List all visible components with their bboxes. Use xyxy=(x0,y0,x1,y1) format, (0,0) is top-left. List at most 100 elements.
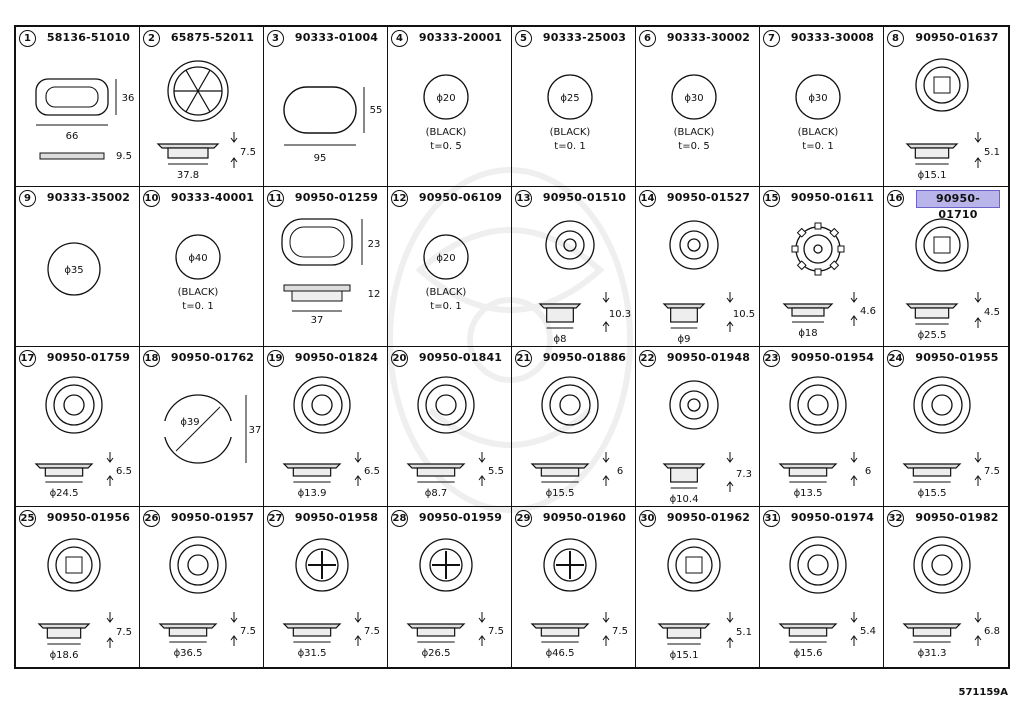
inner-ring xyxy=(55,546,93,584)
flange-side-view xyxy=(156,143,220,149)
part-number[interactable]: 90950-01974 xyxy=(790,511,875,524)
part-number[interactable]: 90950-01259 xyxy=(294,191,379,204)
part-number[interactable]: 90950-01637 xyxy=(915,31,999,44)
part-number[interactable]: 90333-25003 xyxy=(542,31,627,44)
flange-side-view xyxy=(657,623,711,629)
part-drawing: 10.5ϕ9 xyxy=(662,220,755,345)
diameter-label: ϕ46.5 xyxy=(546,648,575,659)
middle-ring xyxy=(921,544,963,586)
part-number[interactable]: 90950-01841 xyxy=(418,351,503,364)
arrow-head xyxy=(850,315,858,321)
part-drawing: 5.5ϕ8.7 xyxy=(406,376,504,499)
part-number[interactable]: 90950-01710 xyxy=(916,190,1000,221)
center xyxy=(563,238,577,252)
diameter-label: ϕ15.1 xyxy=(670,650,699,661)
inner-ring xyxy=(187,554,209,576)
stadium-outline xyxy=(283,86,357,134)
diameter-label: ϕ8.7 xyxy=(425,488,448,499)
height-label: 36 xyxy=(122,93,135,104)
disc-outline xyxy=(175,234,221,280)
part-number[interactable]: 90950-01959 xyxy=(418,511,503,524)
clip-center xyxy=(65,556,83,574)
diameter-label: ϕ18 xyxy=(798,328,817,339)
arrow-head xyxy=(106,475,114,481)
part-number[interactable]: 90950-01954 xyxy=(790,351,875,364)
diameter-label: ϕ13.5 xyxy=(794,488,823,499)
flange-side-view xyxy=(406,623,466,629)
body-side-view xyxy=(791,307,825,317)
item-number-badge: 19 xyxy=(267,350,284,367)
outer-ring xyxy=(915,58,969,112)
part-number[interactable]: 90950-01527 xyxy=(666,191,751,204)
part-number[interactable]: 90950-01960 xyxy=(542,511,627,524)
item-number-badge: 22 xyxy=(639,350,656,367)
body-side-view xyxy=(292,627,332,637)
part-number[interactable]: 90950-01759 xyxy=(46,351,131,364)
arrow-head xyxy=(602,321,610,327)
inner-ring xyxy=(931,554,953,576)
part-number[interactable]: 90950-01982 xyxy=(915,511,999,524)
part-number[interactable]: 90950-01762 xyxy=(170,351,255,364)
inner-ring xyxy=(429,548,463,582)
part-number[interactable]: 90950-01510 xyxy=(542,191,627,204)
diameter-label: ϕ30 xyxy=(684,93,703,104)
part-number[interactable]: 90333-35002 xyxy=(46,191,131,204)
part-number[interactable]: 90950-01962 xyxy=(666,511,751,524)
part-number[interactable]: 90333-40001 xyxy=(170,191,255,204)
part-number[interactable]: 90950-01955 xyxy=(915,351,999,364)
width-label: 37 xyxy=(311,315,324,326)
part-number[interactable]: 90950-01886 xyxy=(542,351,627,364)
part-number[interactable]: 58136-51010 xyxy=(46,31,131,44)
width-label: 66 xyxy=(66,131,79,142)
part-number[interactable]: 90333-20001 xyxy=(418,31,503,44)
thickness-note: t=0. 1 xyxy=(182,301,213,312)
outer-ring xyxy=(541,376,599,434)
height-label: 7.5 xyxy=(240,626,256,637)
diameter-label: ϕ26.5 xyxy=(422,648,451,659)
part-number[interactable]: 90333-01004 xyxy=(294,31,379,44)
outer-ring xyxy=(167,60,229,122)
flange-side-view xyxy=(538,303,582,309)
gear-tooth xyxy=(829,260,840,271)
item-number-badge: 25 xyxy=(19,510,36,527)
part-number[interactable]: 90950-01957 xyxy=(170,511,255,524)
clip-center xyxy=(933,236,951,254)
height-label: 5.1 xyxy=(984,147,1000,158)
flange-side-view xyxy=(530,623,590,629)
outer-ring xyxy=(913,536,971,594)
height-label: 4.5 xyxy=(984,307,1000,318)
part-number[interactable]: 90950-01611 xyxy=(790,191,875,204)
part-number[interactable]: 90950-01958 xyxy=(294,511,379,524)
diameter-label: ϕ39 xyxy=(180,417,199,428)
item-number-badge: 8 xyxy=(887,30,904,47)
part-number[interactable]: 90950-01956 xyxy=(46,511,131,524)
height-label: 7.5 xyxy=(984,466,1000,477)
oval-inner xyxy=(45,86,99,108)
part-number[interactable]: 90333-30002 xyxy=(666,31,751,44)
height-label: 23 xyxy=(368,239,381,250)
item-number-badge: 13 xyxy=(515,190,532,207)
part-number[interactable]: 90950-01948 xyxy=(666,351,751,364)
part-drawing: ϕ25(BLACK)t=0. 1 xyxy=(547,74,593,152)
part-number[interactable]: 65875-52011 xyxy=(170,31,255,44)
arrow-head xyxy=(354,635,362,641)
part-number[interactable]: 90333-30008 xyxy=(790,31,875,44)
body-side-view xyxy=(292,467,332,477)
gear-tooth xyxy=(814,222,822,230)
item-number-badge: 12 xyxy=(391,190,408,207)
part-number[interactable]: 90950-01824 xyxy=(294,351,379,364)
arrow-head xyxy=(850,635,858,641)
part-number[interactable]: 90950-06109 xyxy=(418,191,503,204)
